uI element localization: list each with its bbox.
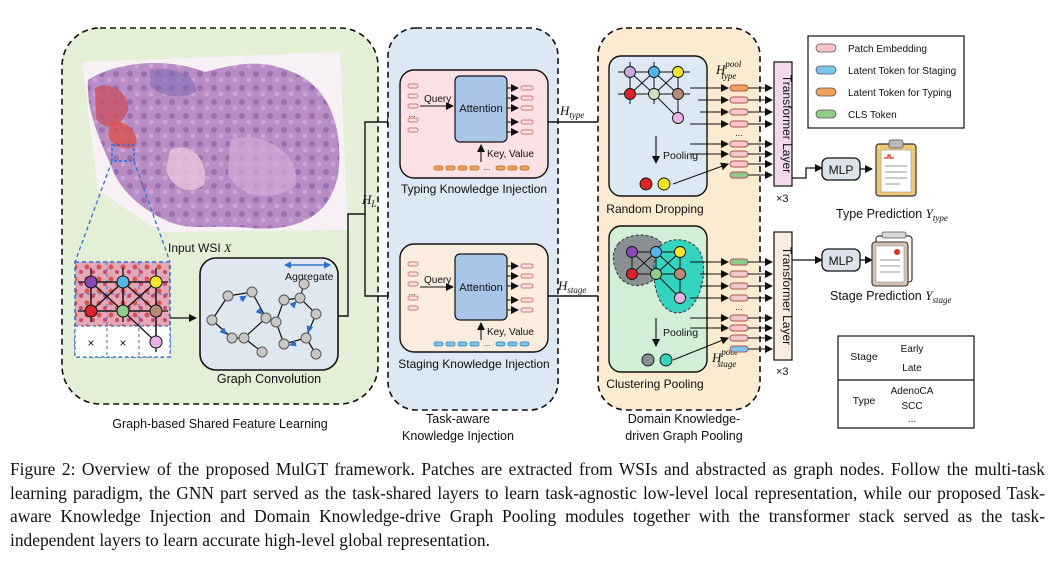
- h-stage-label: Hstage: [557, 278, 586, 295]
- svg-text:...: ...: [409, 110, 416, 119]
- random-dropping-label: Random Dropping: [606, 202, 703, 216]
- pooling-section-label-2: driven Graph Pooling: [625, 429, 742, 443]
- typing-query-label: Query: [424, 94, 451, 105]
- type-mlp-label: MLP: [829, 163, 854, 177]
- staging-token-stack: ...: [672, 258, 773, 361]
- stage-prediction-label: Stage Prediction Ystage: [830, 288, 951, 305]
- stage-transformer-layer: Transformer Layer ×3: [773, 231, 794, 378]
- random-dropping-box: Pooling Random Dropping: [606, 55, 708, 216]
- legend-label: CLS Token: [848, 110, 897, 121]
- hl-connector: [338, 118, 395, 317]
- type-value-scc: SCC: [901, 401, 922, 412]
- stage-header: Stage: [850, 351, 878, 363]
- staging-attention-label: Attention: [459, 282, 502, 294]
- svg-text:...: ...: [484, 163, 491, 172]
- label-table: Stage Early Late Type AdenoCA SCC ...: [837, 335, 975, 429]
- typing-attention-block: [454, 75, 508, 143]
- graph-convolution-box: Aggregate: [199, 257, 339, 386]
- legend-swatch: [815, 65, 837, 75]
- svg-text:...: ...: [484, 339, 491, 348]
- injection-section-label-2: Knowledge Injection: [402, 429, 514, 443]
- typing-key-value-label: Key, Value: [487, 149, 534, 160]
- h-type-label: Htype: [559, 103, 584, 120]
- pooling-section-label-1: Domain Knowledge-: [628, 412, 741, 426]
- type-value-adenoca: AdenoCA: [891, 386, 934, 397]
- svg-text:...: ...: [409, 288, 416, 297]
- shared-section-label: Graph-based Shared Feature Learning: [112, 417, 327, 431]
- typing-injection-label: Typing Knowledge Injection: [401, 182, 547, 196]
- clustering-pooling-label: Clustering Pooling: [606, 377, 703, 391]
- staging-query-label: Query: [424, 275, 451, 286]
- staging-key-value-label: Key, Value: [487, 327, 534, 338]
- aggregate-label: Aggregate: [285, 271, 334, 283]
- legend-label: Patch Embedding: [848, 44, 927, 55]
- type-transformer-layer: Transformer Layer ×3: [773, 61, 794, 205]
- legend-swatch: [815, 87, 837, 97]
- legend-label: Latent Token for Typing: [848, 88, 952, 99]
- graph-convolution-label: Graph Convolution: [217, 372, 321, 386]
- staging-injection-label: Staging Knowledge Injection: [398, 357, 549, 371]
- typing-injection-box: ... Attention Query Key, Value: [399, 69, 549, 196]
- stage-transformer-label: Transformer Layer: [780, 247, 794, 345]
- type-value-more: ...: [908, 414, 916, 425]
- hl-label: HL: [361, 192, 376, 209]
- pooling-panel: Pooling Random Dropping: [597, 27, 773, 443]
- typing-token-ellipsis: ...: [735, 128, 743, 138]
- dropped-patch-mark: ×: [119, 336, 126, 350]
- input-wsi-label: Input WSI X: [168, 241, 232, 255]
- type-header: Type: [853, 395, 876, 407]
- input-wsi-var: X: [223, 241, 232, 255]
- patch-grid: × ×: [74, 261, 171, 358]
- figure-caption: Figure 2: Overview of the proposed MulGT…: [10, 459, 1045, 550]
- stage-mlp-label: MLP: [829, 254, 854, 268]
- random-pooling-label: Pooling: [663, 150, 698, 162]
- type-transformer-label: Transformer Layer: [780, 75, 794, 173]
- wsi-image: [82, 52, 348, 232]
- type-times3-label: ×3: [776, 193, 789, 205]
- dropped-patch-mark: ×: [87, 336, 94, 350]
- type-prediction-label: Type Prediction Ytype: [836, 206, 948, 223]
- stage-times3-label: ×3: [776, 366, 789, 378]
- framework-diagram: Input WSI X × ×: [61, 27, 975, 443]
- clustering-pooling-small-label: Pooling: [663, 327, 698, 339]
- type-report-icon: [875, 139, 917, 197]
- stage-mlp-block: MLP: [821, 248, 861, 272]
- type-mlp-block: MLP: [821, 157, 861, 181]
- shared-feature-panel: Input WSI X × ×: [61, 27, 379, 431]
- typing-attention-label: Attention: [459, 103, 502, 115]
- injection-section-label-1: Task-aware: [426, 412, 490, 426]
- typing-token-stack: ...: [672, 84, 773, 185]
- clustering-pooling-box: Pooling Clustering Pooling: [606, 225, 708, 391]
- legend-label: Latent Token for Staging: [848, 66, 956, 77]
- staging-token-ellipsis: ...: [735, 302, 743, 312]
- staging-attention-block: [454, 253, 508, 321]
- stage-report-icon: [871, 231, 913, 287]
- injection-panel: ... Attention Query Key, Value: [387, 27, 559, 443]
- stage-value-late: Late: [902, 363, 922, 374]
- stage-value-early: Early: [901, 344, 924, 355]
- legend-swatch: [815, 109, 837, 119]
- legend-swatch: [815, 43, 837, 53]
- staging-injection-box: ... Attention Query Key, Value: [398, 243, 550, 371]
